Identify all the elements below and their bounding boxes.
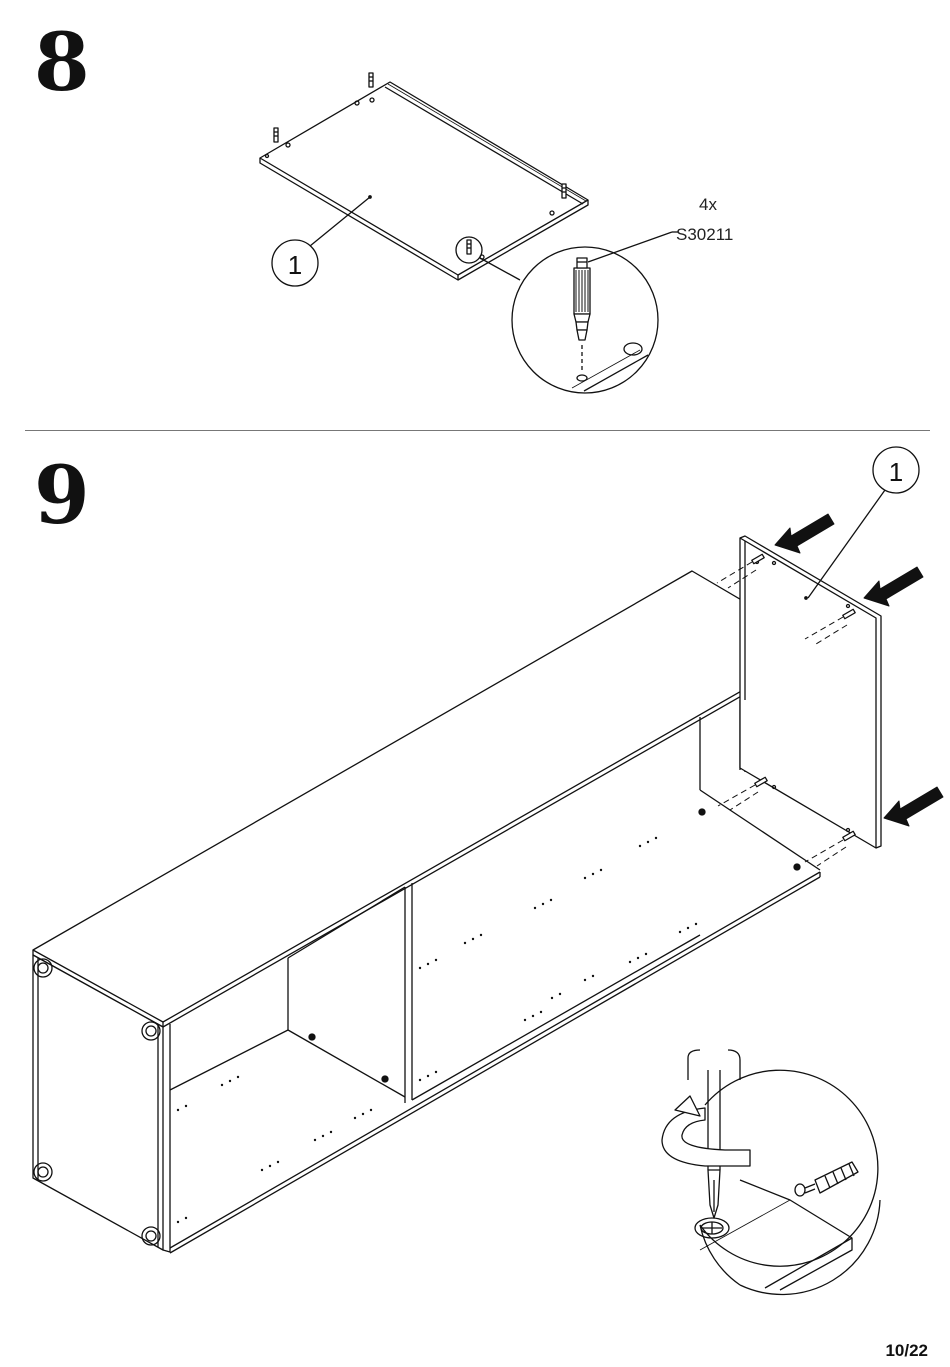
cam-lock-detail: [662, 1050, 880, 1294]
cam-bolt-icon: [795, 1162, 858, 1196]
step-9-part-label: 1: [889, 457, 903, 487]
page-number: 10/22: [885, 1341, 928, 1361]
rotate-arrow-icon: [662, 1096, 750, 1166]
step-8-panel: [260, 82, 588, 280]
push-arrow-icon: [775, 514, 834, 553]
dowel-icon: [274, 128, 278, 142]
screwdriver-icon: [688, 1050, 740, 1218]
push-arrow-icon: [884, 787, 943, 826]
step-8-part-label: 1: [288, 250, 302, 280]
dowel-detail: [512, 232, 678, 393]
dowel-icon: [369, 73, 373, 87]
side-panel: [740, 536, 881, 848]
push-arrow-icon: [864, 567, 923, 606]
dowel-icon: [467, 240, 471, 254]
dowel-icon: [562, 184, 566, 198]
step-8-quantity: 4x: [699, 195, 717, 214]
step-8-part-code: S30211: [676, 225, 733, 244]
